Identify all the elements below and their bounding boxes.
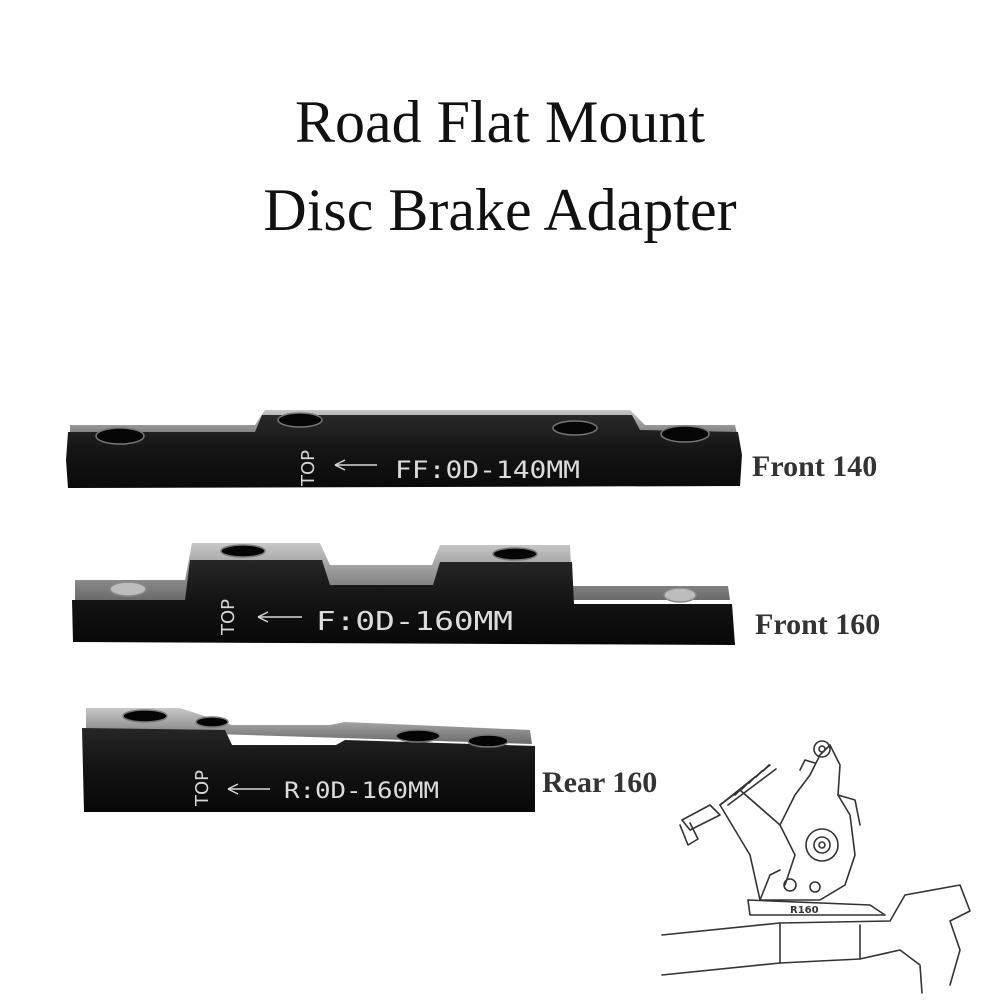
label-rear-160: Rear 160 bbox=[542, 766, 658, 799]
label-front-140: Front 140 bbox=[752, 450, 878, 483]
label-front-160: Front 160 bbox=[755, 608, 881, 641]
diagram-marking: R160 bbox=[790, 905, 819, 916]
top-mark: TOP bbox=[298, 450, 319, 487]
title-line-2: Disc Brake Adapter bbox=[263, 177, 737, 243]
title-line-1: Road Flat Mount bbox=[294, 89, 705, 155]
engraving-text: R:0D-160MM bbox=[284, 779, 439, 804]
engraving-text: FF:0D-140MM bbox=[395, 456, 580, 484]
top-mark: TOP bbox=[218, 599, 239, 636]
engraving-text: F:0D-160MM bbox=[316, 607, 513, 637]
top-mark: TOP bbox=[192, 770, 213, 807]
caliper-mount-diagram: R160 bbox=[661, 740, 971, 994]
